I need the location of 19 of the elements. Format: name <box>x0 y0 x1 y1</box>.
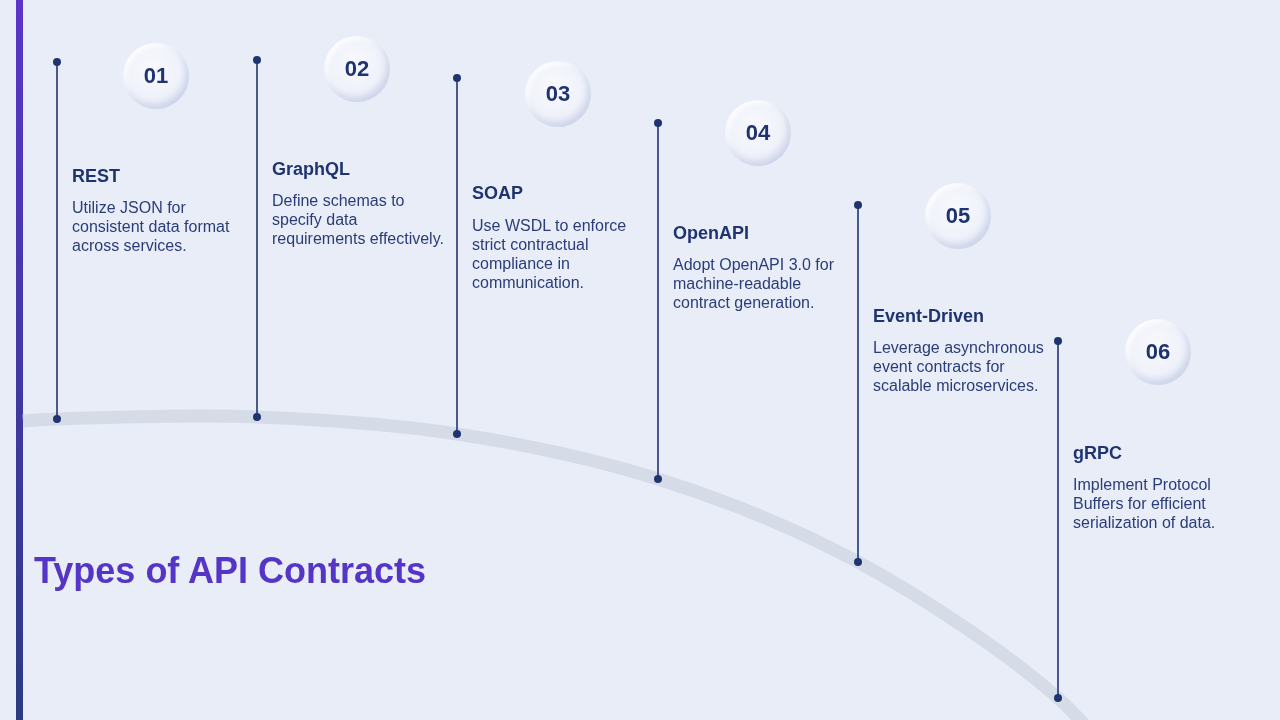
item-heading: OpenAPI <box>673 222 749 244</box>
item-heading: REST <box>72 165 120 187</box>
item-description: Use WSDL to enforce strict contractual compliance in communication. <box>472 216 628 292</box>
step-number: 06 <box>1145 339 1171 365</box>
item-description: Adopt OpenAPI 3.0 for machine-readable contract generation. <box>673 255 835 312</box>
item-description: Leverage asynchronous event contracts for scalable microservices. <box>873 338 1045 395</box>
item-description: Define schemas to specify data requirements effectively. <box>272 191 445 248</box>
step-number: 04 <box>745 120 771 146</box>
item-heading: GraphQL <box>272 158 350 180</box>
step-number: 01 <box>143 63 169 89</box>
step-number: 03 <box>545 81 571 107</box>
item-description: Implement Protocol Buffers for efficient serialization of data. <box>1073 475 1217 532</box>
item-heading: gRPC <box>1073 442 1122 464</box>
step-number: 02 <box>344 56 370 82</box>
item-heading: SOAP <box>472 182 523 204</box>
item-description: Utilize JSON for consistent data format across services. <box>72 198 231 255</box>
step-number: 05 <box>945 203 971 229</box>
title: Types of API Contracts <box>34 550 427 592</box>
item-heading: Event-Driven <box>873 305 985 327</box>
